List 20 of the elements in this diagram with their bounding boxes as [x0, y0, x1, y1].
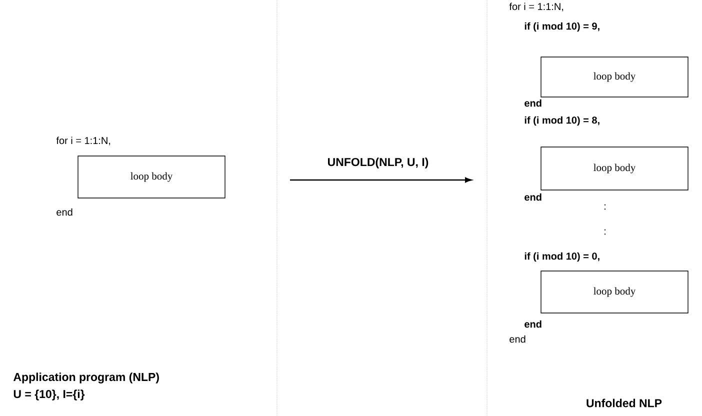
code-line: for i = 1:1:N, [509, 2, 564, 12]
code-line: end [524, 99, 542, 107]
code-line: if (i mod 10) = 0, [524, 252, 600, 262]
code-line: end [56, 208, 72, 216]
code-box: loop body [540, 146, 688, 190]
code-line: if (i mod 10) = 8, [524, 116, 600, 126]
arrow-label: UNFOLD(NLP, U, I) [328, 158, 428, 168]
code-line: end [524, 320, 542, 328]
code-box: loop body [540, 56, 688, 98]
ellipsis-dots: : [604, 204, 606, 210]
code-line: end [510, 335, 526, 343]
ellipsis-dots: : [604, 229, 606, 235]
code-line: for i = 1:1:N, [56, 136, 110, 146]
code-line: if (i mod 10) = 9, [524, 22, 600, 32]
code-box: loop body [78, 156, 226, 198]
caption: U = {10}, I={i} [14, 390, 85, 400]
caption: Unfolded NLP [586, 398, 662, 408]
caption: Application program (NLP) [13, 372, 159, 384]
code-line: end [524, 193, 542, 201]
code-box: loop body [540, 270, 688, 314]
